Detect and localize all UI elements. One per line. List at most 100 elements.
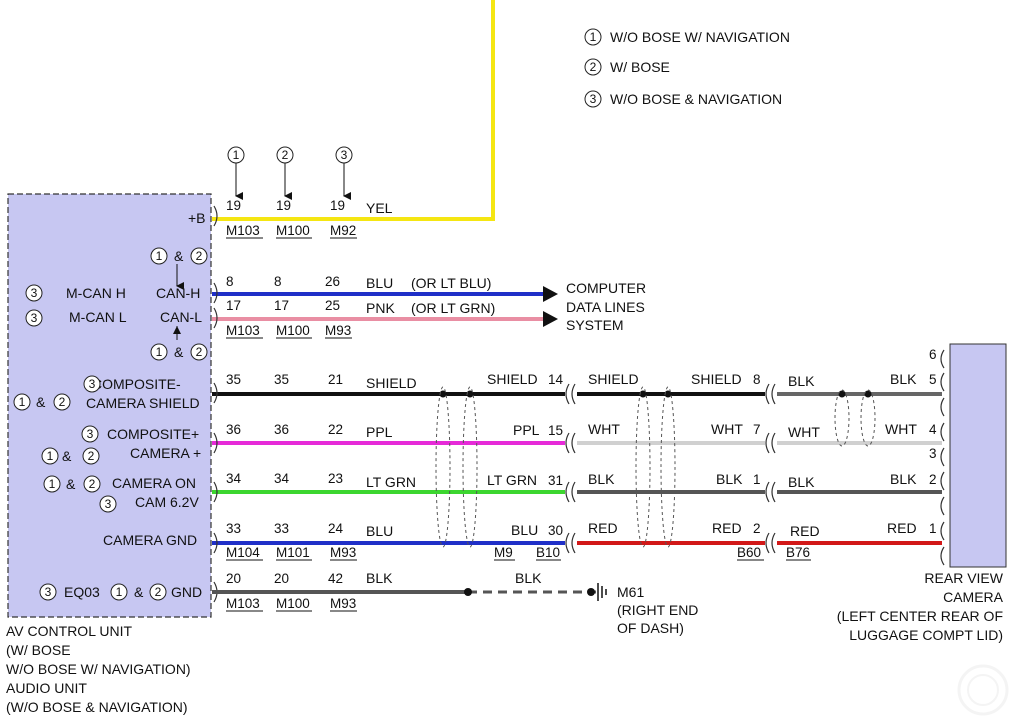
svg-text:(W/ BOSE: (W/ BOSE <box>6 642 71 658</box>
svg-text:33: 33 <box>226 521 241 536</box>
svg-text:RED: RED <box>790 523 820 539</box>
svg-text:M-CAN L: M-CAN L <box>69 309 127 325</box>
svg-text:31: 31 <box>548 473 563 488</box>
svg-text:M103: M103 <box>226 323 260 338</box>
svg-text:19: 19 <box>330 198 345 213</box>
wire-yel: +B 1 2 3 19 19 19 YEL M103 M100 M92 <box>188 0 495 239</box>
svg-text:36: 36 <box>226 422 241 437</box>
svg-text:&: & <box>174 248 184 264</box>
svg-text:M100: M100 <box>276 596 310 611</box>
legend-item-1: 1 W/O BOSE W/ NAVIGATION <box>584 28 790 46</box>
svg-text:W/O BOSE W/ NAVIGATION: W/O BOSE W/ NAVIGATION <box>610 29 790 45</box>
svg-text:24: 24 <box>328 521 344 536</box>
connector-brackets <box>213 205 945 603</box>
svg-text:1: 1 <box>47 449 54 463</box>
wire-ltgrn: 1 & 2 CAMERA ON 3 CAM 6.2V 34 34 23 LT G… <box>43 471 942 513</box>
svg-text:3: 3 <box>31 311 38 325</box>
svg-text:PNK: PNK <box>366 300 395 316</box>
svg-text:19: 19 <box>276 198 291 213</box>
svg-text:30: 30 <box>548 523 563 538</box>
svg-text:LUGGAGE COMPT LID): LUGGAGE COMPT LID) <box>849 627 1003 643</box>
svg-text:AUDIO UNIT: AUDIO UNIT <box>6 680 87 696</box>
watermark-logo <box>957 664 1009 716</box>
svg-text:17: 17 <box>274 298 289 313</box>
wire-shield: COMPOSITE- CAMERA SHIELD 3 1 & 2 35 35 2… <box>13 371 942 411</box>
svg-text:8: 8 <box>226 274 234 289</box>
svg-text:(RIGHT END: (RIGHT END <box>617 602 698 618</box>
rear-view-camera-box <box>949 343 1007 568</box>
svg-text:M92: M92 <box>330 223 356 238</box>
svg-text:14: 14 <box>548 372 564 387</box>
svg-text:M104: M104 <box>226 545 260 560</box>
legend: 1 W/O BOSE W/ NAVIGATION 2 W/ BOSE 3 W/O… <box>584 28 790 108</box>
svg-text:3: 3 <box>105 497 112 511</box>
wire-ppl: 3 COMPOSITE+ CAMERA + 1 & 2 36 36 22 PPL… <box>41 421 942 465</box>
svg-text:BLK: BLK <box>588 471 615 487</box>
svg-text:W/ BOSE: W/ BOSE <box>610 59 670 75</box>
svg-text:W/O BOSE W/ NAVIGATION): W/O BOSE W/ NAVIGATION) <box>6 661 191 677</box>
svg-text:CAMERA: CAMERA <box>943 589 1004 605</box>
svg-text:1: 1 <box>156 345 163 359</box>
svg-text:(OR LT BLU): (OR LT BLU) <box>411 275 491 291</box>
svg-text:YEL: YEL <box>366 200 393 216</box>
legend-item-2: 2 W/ BOSE <box>584 58 670 76</box>
svg-text:M100: M100 <box>276 323 310 338</box>
camera-pin-3: 3 <box>929 446 937 461</box>
svg-text:CAMERA SHIELD: CAMERA SHIELD <box>86 395 200 411</box>
svg-text:4: 4 <box>929 422 937 437</box>
svg-text:&: & <box>36 394 46 410</box>
svg-text:3: 3 <box>31 286 38 300</box>
svg-text:33: 33 <box>274 521 289 536</box>
svg-text:BLK: BLK <box>515 570 542 586</box>
svg-text:AV CONTROL UNIT: AV CONTROL UNIT <box>6 623 132 639</box>
svg-text:WHT: WHT <box>711 421 743 437</box>
svg-text:M-CAN H: M-CAN H <box>66 285 126 301</box>
svg-text:REAR VIEW: REAR VIEW <box>924 570 1003 586</box>
svg-text:SYSTEM: SYSTEM <box>566 317 624 333</box>
svg-text:M9: M9 <box>494 545 513 560</box>
svg-text:B76: B76 <box>786 545 810 560</box>
svg-text:3: 3 <box>87 427 94 441</box>
svg-text:LT GRN: LT GRN <box>366 474 416 490</box>
svg-text:PPL: PPL <box>513 422 540 438</box>
legend-item-3: 3 W/O BOSE & NAVIGATION <box>584 90 782 108</box>
svg-text:+B: +B <box>188 210 206 226</box>
svg-text:3: 3 <box>590 92 597 106</box>
camera-pin-6: 6 <box>929 347 937 362</box>
svg-text:BLK: BLK <box>788 474 815 490</box>
svg-text:26: 26 <box>325 274 340 289</box>
svg-text:3: 3 <box>89 377 96 391</box>
svg-text:DATA LINES: DATA LINES <box>566 299 645 315</box>
svg-text:BLU: BLU <box>366 523 393 539</box>
svg-text:CAN-H: CAN-H <box>156 285 200 301</box>
svg-text:(OR LT GRN): (OR LT GRN) <box>411 300 495 316</box>
svg-text:35: 35 <box>274 372 289 387</box>
shield-ellipses <box>435 386 876 548</box>
svg-text:WHT: WHT <box>788 424 820 440</box>
svg-text:1: 1 <box>49 477 56 491</box>
svg-text:1: 1 <box>753 472 761 487</box>
svg-text:CAM 6.2V: CAM 6.2V <box>135 494 199 510</box>
svg-text:34: 34 <box>226 471 242 486</box>
svg-text:RED: RED <box>887 520 917 536</box>
av-control-unit-caption: AV CONTROL UNIT (W/ BOSE W/O BOSE W/ NAV… <box>6 623 191 715</box>
wire-blu-red: CAMERA GND 33 33 24 BLU BLU 30 RED RED 2… <box>103 520 942 561</box>
svg-text:2: 2 <box>196 249 203 263</box>
svg-text:M103: M103 <box>226 223 260 238</box>
svg-text:BLK: BLK <box>890 371 917 387</box>
svg-text:22: 22 <box>328 422 343 437</box>
svg-text:20: 20 <box>274 571 289 586</box>
svg-text:BLU: BLU <box>511 522 538 538</box>
svg-text:CAMERA +: CAMERA + <box>130 445 201 461</box>
svg-text:M93: M93 <box>330 596 356 611</box>
rear-view-camera-caption: REAR VIEW CAMERA (LEFT CENTER REAR OF LU… <box>837 570 1004 643</box>
svg-text:35: 35 <box>226 372 241 387</box>
svg-text:1: 1 <box>19 395 26 409</box>
svg-text:(W/O BOSE & NAVIGATION): (W/O BOSE & NAVIGATION) <box>6 699 188 715</box>
svg-text:5: 5 <box>929 372 937 387</box>
svg-text:&: & <box>174 344 184 360</box>
svg-text:OF DASH): OF DASH) <box>617 620 684 636</box>
svg-text:36: 36 <box>274 422 289 437</box>
svg-text:2: 2 <box>929 472 937 487</box>
svg-text:17: 17 <box>226 298 241 313</box>
